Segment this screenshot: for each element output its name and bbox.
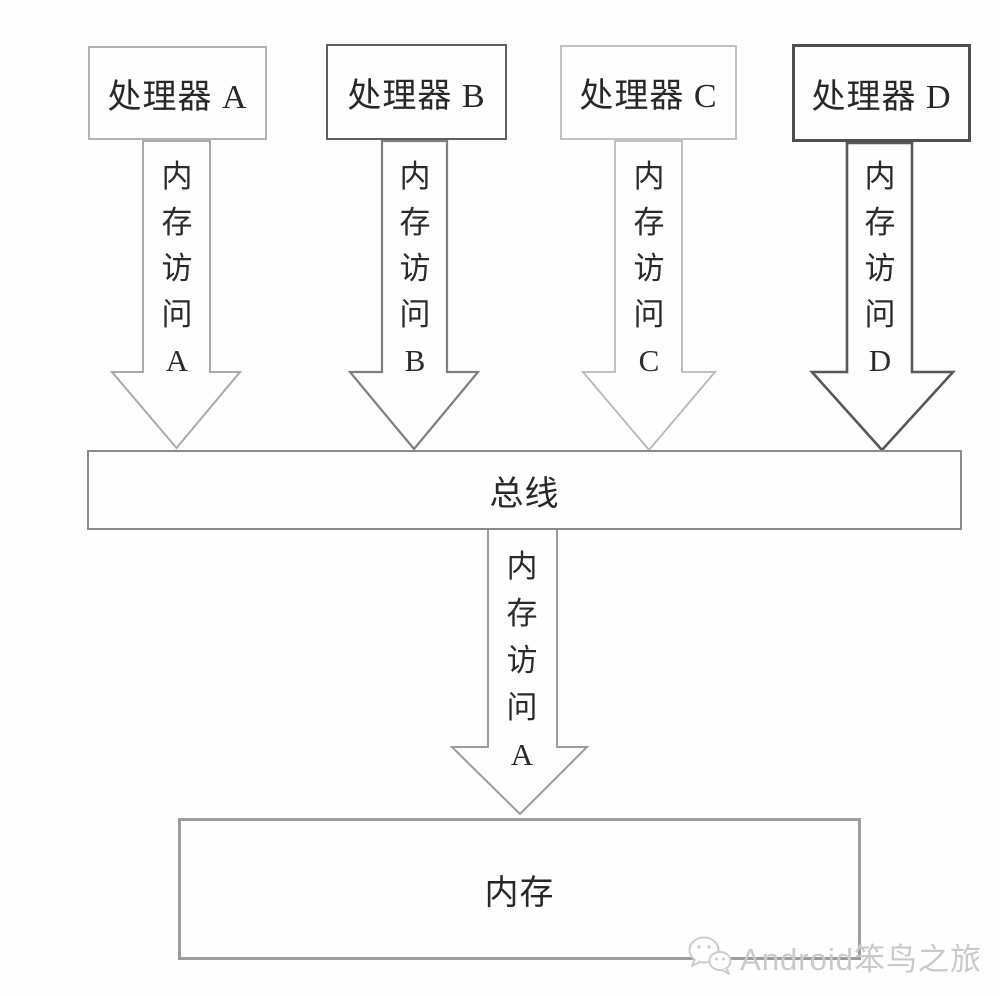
processor-d-box: 处理器 D xyxy=(792,44,971,142)
processor-c-box: 处理器 C xyxy=(560,45,737,140)
processor-c-label: 处理器 C xyxy=(579,78,718,115)
watermark-text: Android笨鸟之旅 xyxy=(740,941,982,977)
wechat-logo-icon xyxy=(688,936,732,975)
memory-access-arrow-d xyxy=(809,141,956,452)
memory-access-arrow-a xyxy=(109,140,243,450)
memory-access-arrow-c xyxy=(581,140,717,452)
memory-access-arrow-b xyxy=(347,139,481,451)
processor-d-label: 处理器 D xyxy=(811,78,952,116)
memory-box: 内存 xyxy=(178,818,861,960)
memory-label: 内存 xyxy=(484,874,555,912)
processor-a-box: 处理器 A xyxy=(88,46,267,140)
processor-b-label: 处理器 B xyxy=(347,77,486,115)
bus-to-memory-arrow xyxy=(449,528,590,816)
bus-box: 总线 xyxy=(87,450,962,530)
bus-label: 总线 xyxy=(489,475,560,513)
processor-a-label: 处理器 A xyxy=(107,78,248,116)
processor-b-box: 处理器 B xyxy=(326,44,507,140)
watermark: Android笨鸟之旅 xyxy=(686,932,982,980)
